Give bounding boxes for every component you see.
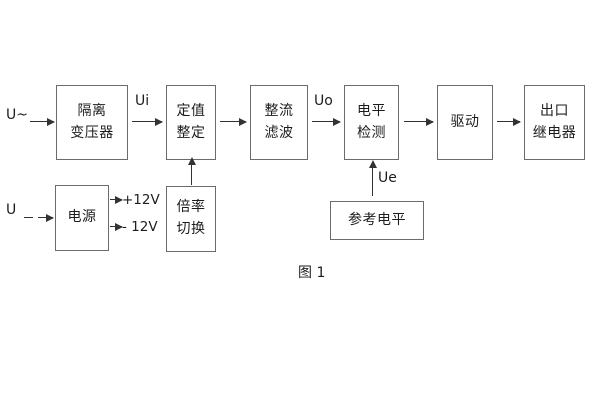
value-setting-line1: 定值 [176, 102, 206, 119]
arrow-drive-to-output-relay [497, 117, 521, 126]
block-multiplier-switch: 倍率 切换 [166, 186, 216, 252]
level-detection-line1: 电平 [357, 102, 386, 119]
negative-rail-label: - 12V [122, 219, 158, 235]
value-setting-line2: 整定 [176, 124, 206, 141]
block-power-supply: 电源 [55, 185, 109, 251]
ui-signal-label: Ui [135, 93, 150, 109]
ue-signal-label: Ue [378, 170, 397, 186]
arrow-positive-rail [110, 195, 123, 204]
output-relay-line1: 出口 [540, 102, 569, 119]
arrow-rectifier-to-level-detection [312, 117, 341, 126]
block-value-setting: 定值 整定 [166, 85, 216, 160]
multiplier-switch-line1: 倍率 [176, 199, 206, 216]
block-isolation-transformer: 隔离 变压器 [56, 85, 128, 160]
power-supply-line1: 电源 [67, 209, 97, 226]
reference-level-line1: 参考电平 [348, 211, 406, 228]
block-output-relay: 出口 继电器 [524, 85, 585, 160]
block-reference-level: 参考电平 [330, 201, 424, 240]
rectifier-filter-line2: 滤波 [264, 124, 294, 141]
rectifier-filter-line1: 整流 [264, 102, 294, 119]
multiplier-switch-line2: 切换 [176, 221, 206, 237]
arrow-isolation-to-setting [132, 117, 163, 126]
level-detection-line2: 检测 [357, 124, 386, 141]
block-rectifier-filter: 整流 滤波 [250, 85, 308, 160]
arrow-multiplier-to-value-setting [187, 157, 196, 185]
isolation-transformer-line2: 变压器 [70, 124, 114, 141]
arrow-ac-input-to-isolation [30, 117, 55, 126]
output-relay-line2: 继电器 [532, 124, 577, 141]
dc-input-lead-segment-1 [24, 217, 33, 218]
arrow-negative-rail [110, 222, 123, 231]
uo-signal-label: Uo [314, 93, 333, 109]
dc-input-label: U [6, 202, 17, 218]
arrow-reference-to-level-detection [368, 160, 377, 196]
ac-input-label: U~ [6, 107, 28, 123]
block-level-detection: 电平 检测 [344, 85, 399, 160]
block-drive: 驱动 [437, 85, 493, 160]
drive-line1: 驱动 [450, 113, 480, 130]
positive-rail-label: +12V [122, 192, 160, 208]
arrow-level-detection-to-drive [404, 117, 434, 126]
isolation-transformer-line1: 隔离 [77, 102, 107, 119]
arrow-setting-to-rectifier [220, 117, 247, 126]
arrow-dc-input-to-power-supply [38, 213, 54, 222]
figure-caption: 图 1 [298, 265, 326, 281]
